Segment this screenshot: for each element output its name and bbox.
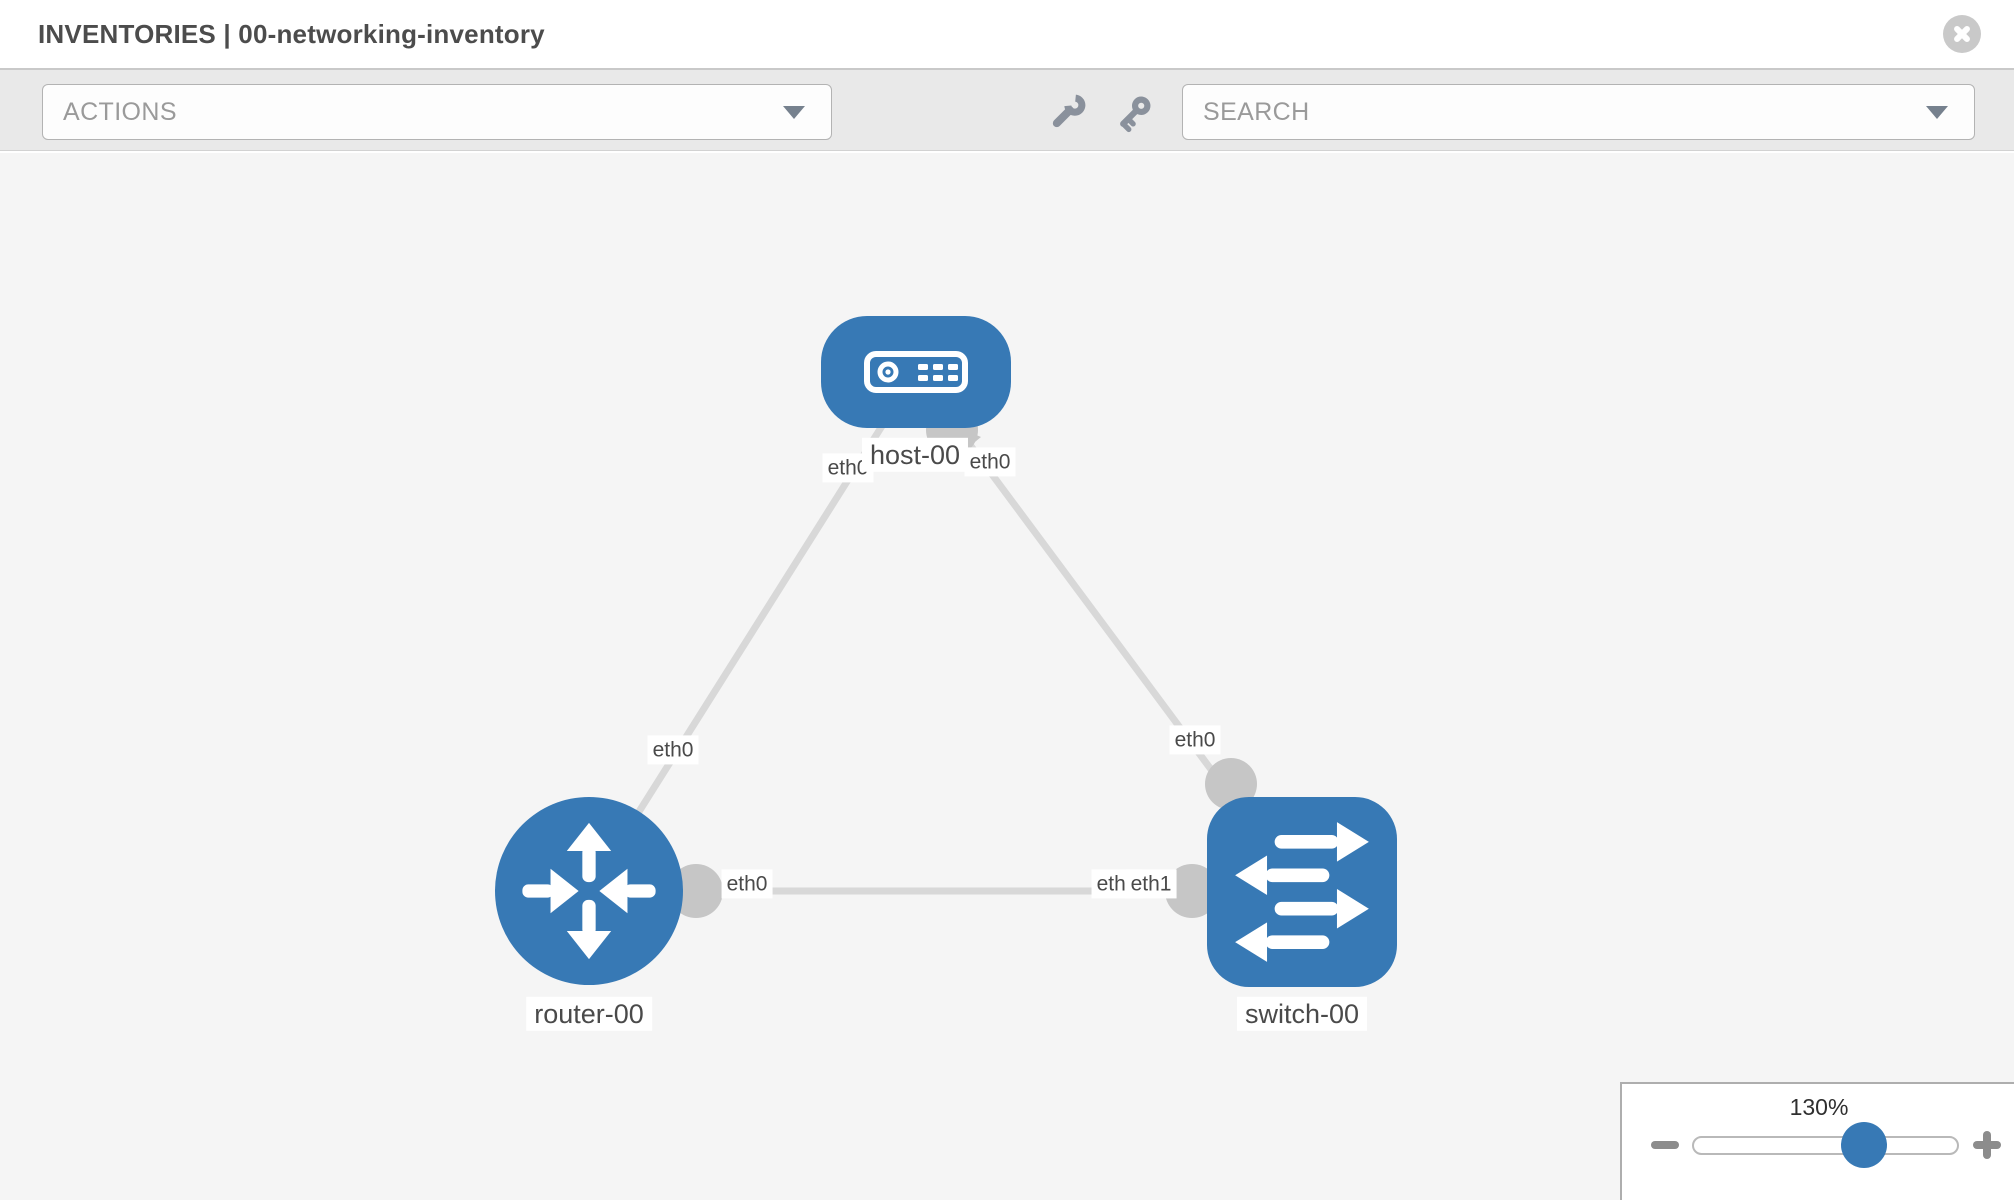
iface-label: eth0 bbox=[964, 447, 1016, 477]
node-label-router: router-00 bbox=[526, 996, 652, 1032]
search-dropdown-label: SEARCH bbox=[1203, 97, 1310, 126]
topology-canvas[interactable]: host-00 router-00 switch-00 eth0 eth0 et… bbox=[0, 153, 2014, 1200]
iface-label: eth0 bbox=[1169, 725, 1221, 755]
zoom-out-button[interactable] bbox=[1651, 1141, 1679, 1149]
node-host-00[interactable] bbox=[821, 316, 1011, 428]
switch-icon bbox=[1235, 822, 1369, 962]
node-label-host: host-00 bbox=[861, 437, 969, 473]
zoom-level-value: 130% bbox=[1789, 1094, 1849, 1120]
wrench-icon[interactable] bbox=[1045, 89, 1091, 135]
router-icon bbox=[522, 822, 656, 960]
chevron-down-icon bbox=[1926, 106, 1948, 119]
node-switch-00[interactable] bbox=[1207, 797, 1397, 987]
node-label-switch: switch-00 bbox=[1236, 996, 1368, 1032]
close-icon bbox=[1943, 15, 1981, 53]
zoom-slider-thumb[interactable] bbox=[1841, 1122, 1887, 1168]
zoom-slider-track[interactable] bbox=[1692, 1136, 1959, 1155]
zoom-panel: 130% bbox=[1620, 1082, 2014, 1200]
actions-dropdown[interactable]: ACTIONS bbox=[42, 84, 832, 140]
chevron-down-icon bbox=[783, 106, 805, 119]
actions-dropdown-label: ACTIONS bbox=[63, 97, 177, 126]
host-icon bbox=[864, 351, 968, 393]
search-dropdown[interactable]: SEARCH bbox=[1182, 84, 1975, 140]
port-connector-router[interactable] bbox=[669, 864, 723, 918]
close-button[interactable] bbox=[1943, 15, 1981, 53]
iface-label: eth0 bbox=[647, 735, 699, 765]
port-connector-switch-left[interactable] bbox=[1165, 864, 1219, 918]
node-router-00[interactable] bbox=[495, 797, 683, 985]
iface-label: eth0 bbox=[721, 869, 773, 899]
page-title: INVENTORIES | 00-networking-inventory bbox=[38, 19, 545, 49]
toolbar: ACTIONS SEARCH bbox=[0, 70, 2014, 151]
zoom-in-button[interactable] bbox=[1973, 1131, 2001, 1159]
key-icon[interactable] bbox=[1112, 89, 1158, 135]
iface-label: eth1 bbox=[1125, 869, 1177, 899]
links-layer bbox=[586, 369, 1305, 918]
header: INVENTORIES | 00-networking-inventory bbox=[0, 0, 2014, 70]
